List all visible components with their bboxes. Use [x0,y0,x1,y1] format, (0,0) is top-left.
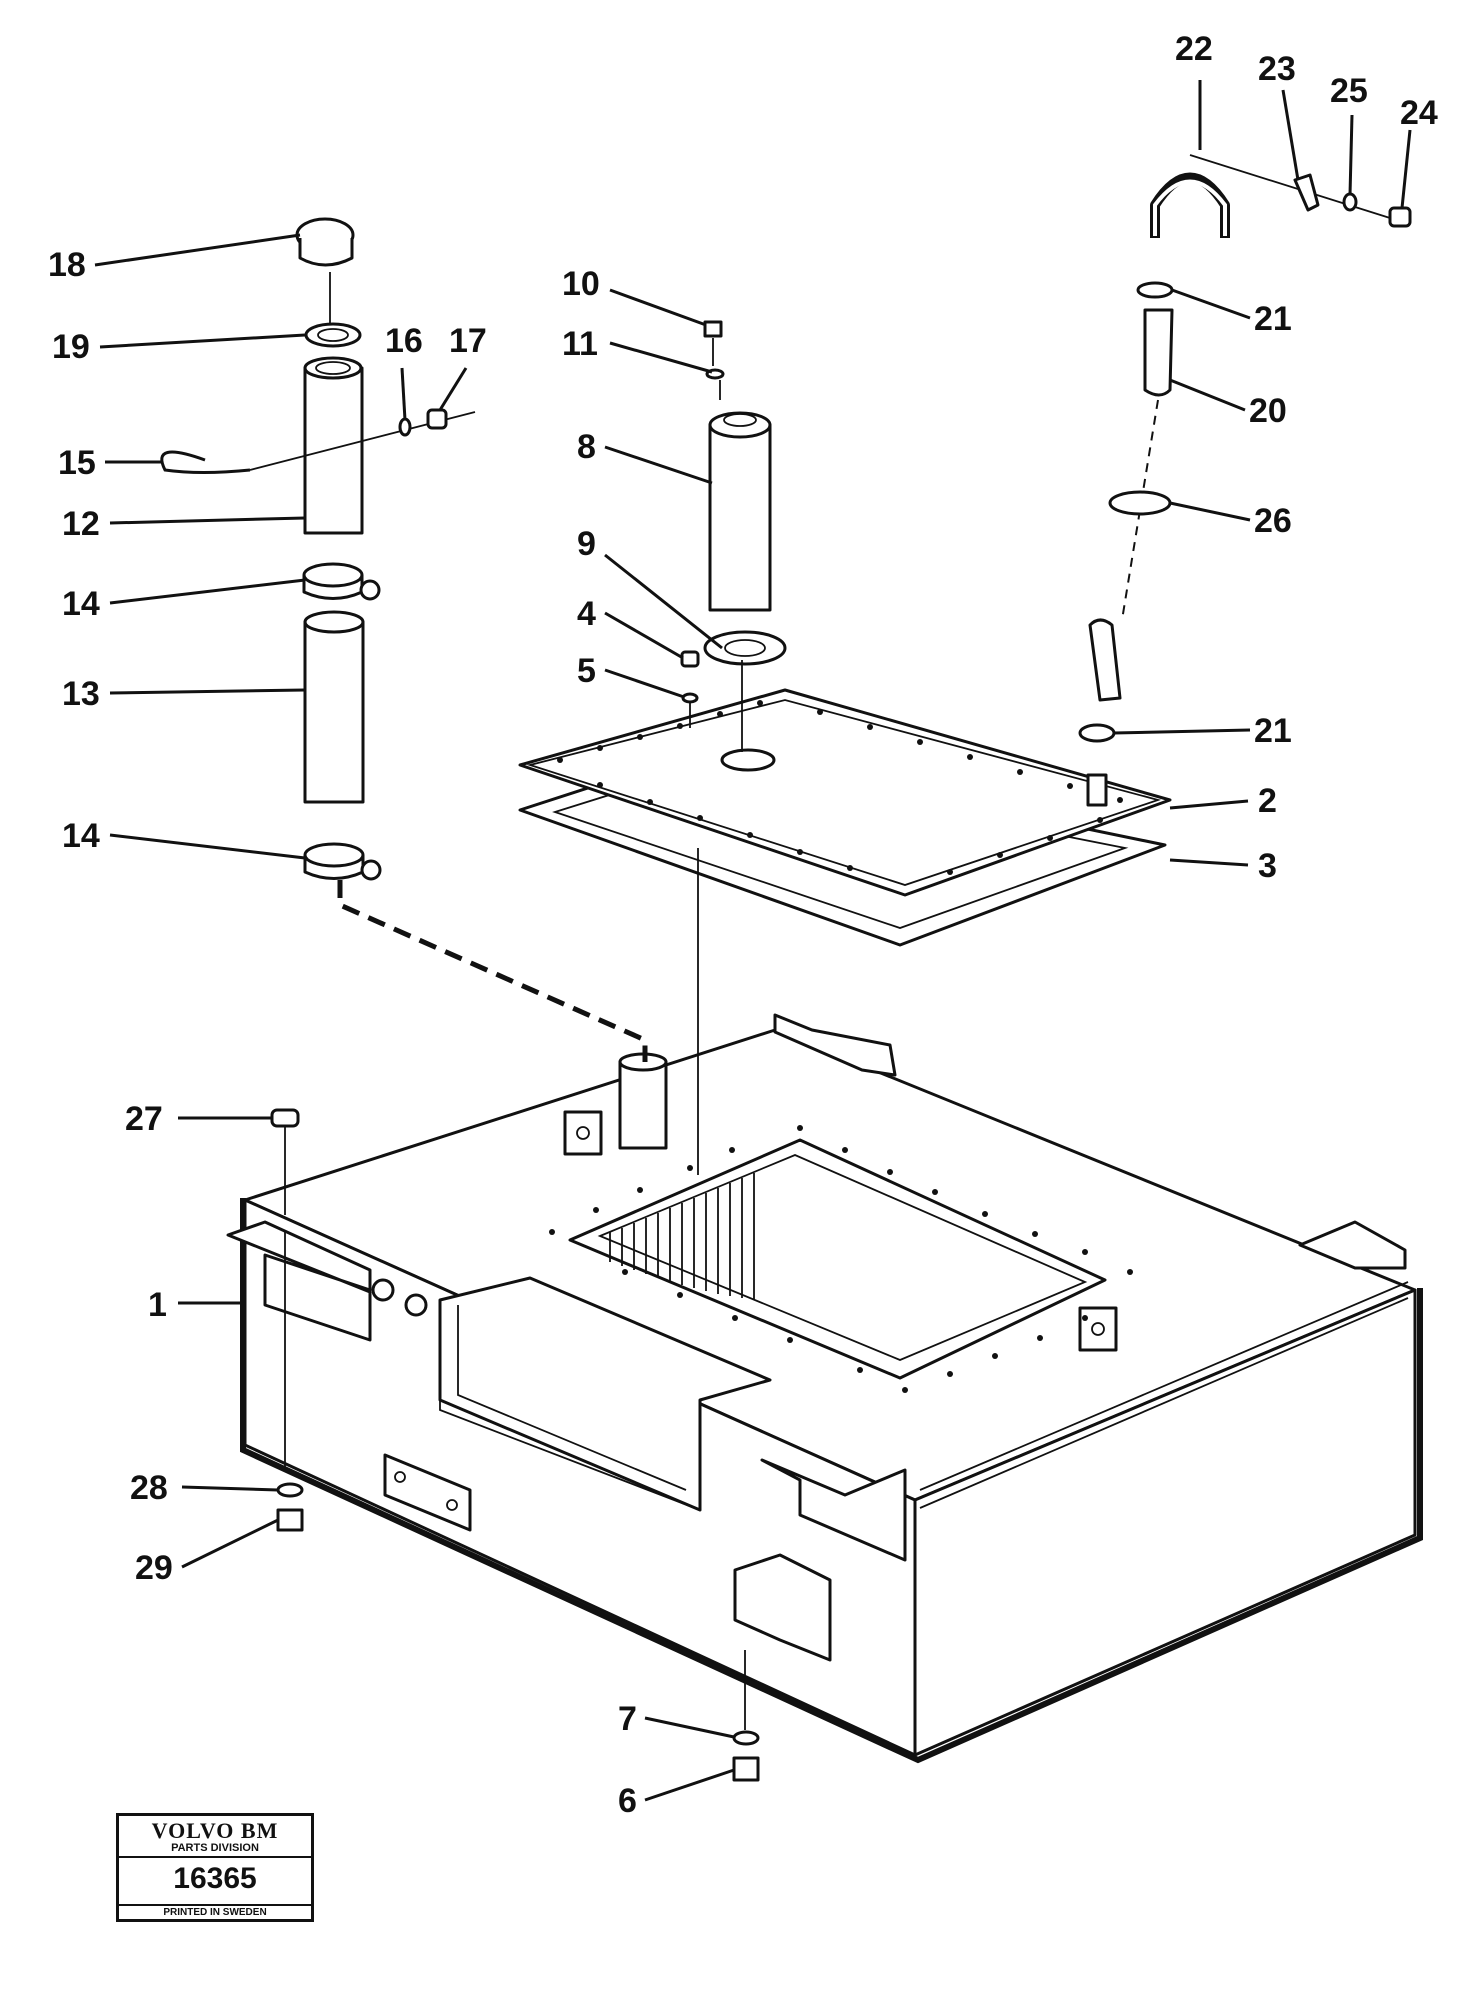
callout-15: 15 [58,444,96,482]
division-label: PARTS DIVISION [119,1842,311,1858]
callout-21-lower: 21 [1254,712,1292,750]
diagram-number: 16365 [173,1862,257,1895]
title-block: VOLVO BM PARTS DIVISION 16365 PRINTED IN… [116,1813,314,1922]
callout-2: 2 [1258,782,1277,820]
callout-9: 9 [577,525,596,563]
callout-19: 19 [52,328,90,366]
callout-21-upper: 21 [1254,300,1292,338]
callout-4: 4 [577,595,596,633]
callout-12: 12 [62,505,100,543]
callout-17: 17 [449,322,487,360]
filler-assembly [160,217,648,1062]
leader-lines [94,80,1412,1802]
brand-name: VOLVO BM [151,1818,279,1843]
callout-24: 24 [1400,94,1438,132]
callout-6: 6 [618,1782,637,1820]
callout-18: 18 [48,246,86,284]
callout-29: 29 [135,1549,173,1587]
part-2-cover [518,688,1172,897]
callout-27: 27 [125,1100,163,1138]
callout-labels: 18 19 16 17 15 12 14 13 14 10 11 8 9 4 5… [48,30,1438,1820]
printed-in-label: PRINTED IN SWEDEN [119,1904,311,1919]
callout-16: 16 [385,322,423,360]
callout-25: 25 [1330,72,1368,110]
callout-7: 7 [618,1700,637,1738]
callout-28: 28 [130,1469,168,1507]
callout-22: 22 [1175,30,1213,68]
callout-11: 11 [562,325,598,363]
callout-1: 1 [148,1286,167,1324]
callout-26: 26 [1254,502,1292,540]
callout-23: 23 [1258,50,1296,88]
callout-5: 5 [577,652,596,690]
callout-20: 20 [1249,392,1287,430]
callout-14-upper: 14 [62,585,100,623]
callout-14-lower: 14 [62,817,100,855]
part-1-tank [226,1013,1423,1764]
callout-13: 13 [62,675,100,713]
breather-assembly [680,320,787,1175]
callout-10: 10 [562,265,600,303]
callout-3: 3 [1258,847,1277,885]
hose-assembly [1078,154,1412,807]
callout-8: 8 [577,428,596,466]
